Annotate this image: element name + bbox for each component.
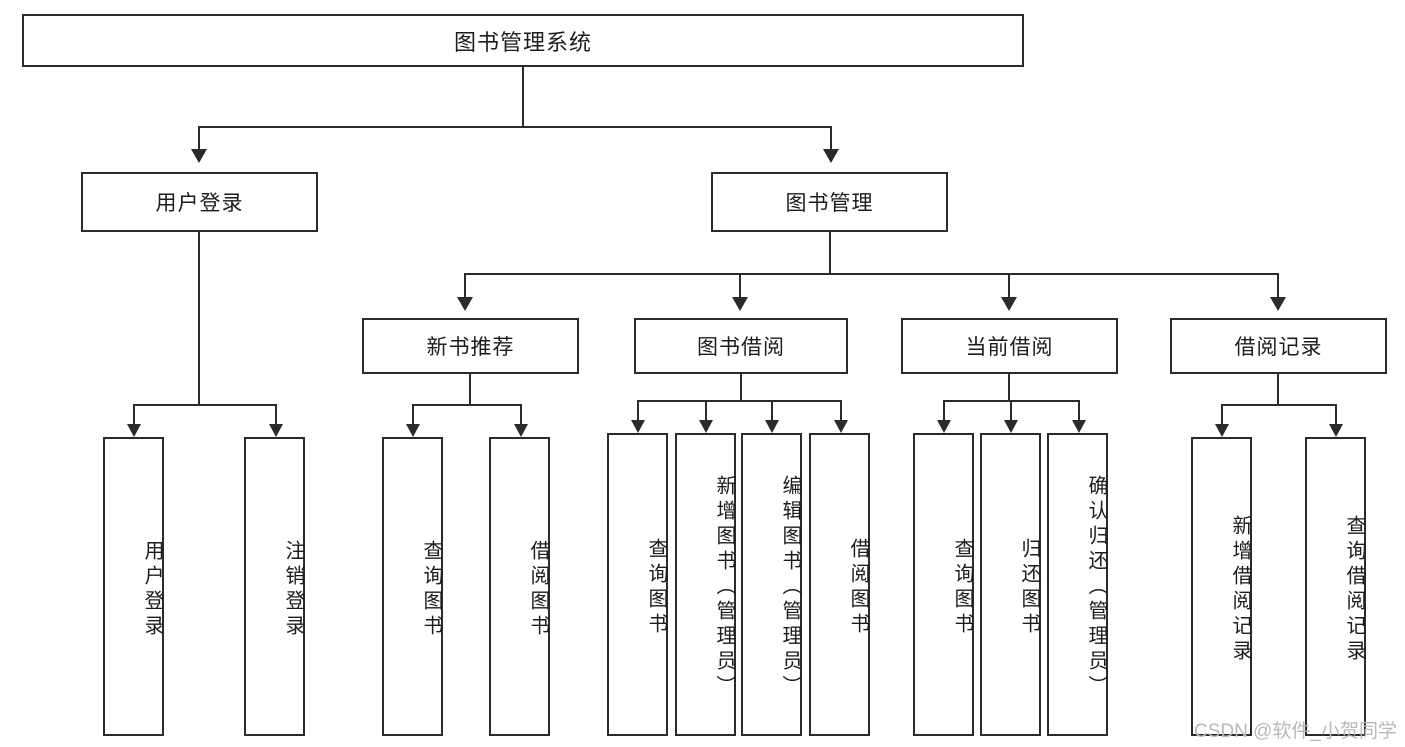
- leaf-label: 查询借阅记录: [1343, 514, 1365, 665]
- connector-user-login-to-leaf-1: [274, 404, 277, 424]
- leaf-label: 用户登录: [141, 539, 163, 640]
- node-label: 图书管理系统: [453, 29, 592, 55]
- connector-borrow-record-bus: [1221, 404, 1337, 407]
- leaf-label: 新增图书（管理员）: [713, 475, 735, 700]
- leaf-user-login-logout[interactable]: 注销登录: [244, 437, 305, 736]
- connector-br-to-leaf-1: [1334, 404, 1337, 424]
- connector-cb-to-leaf-2: [1077, 400, 1080, 420]
- arrowhead-bm-current-borrow: [1001, 297, 1017, 311]
- connector-bm-to-current-borrow: [1008, 273, 1011, 297]
- connector-current-borrow-stem: [1008, 374, 1011, 400]
- arrowhead-new-book-leaf-0: [406, 424, 420, 437]
- arrowhead-br-leaf-1: [1328, 424, 1343, 437]
- node-label: 用户登录: [155, 192, 244, 215]
- leaf-label: 借阅图书: [527, 539, 549, 640]
- connector-new-book-stem: [469, 374, 472, 404]
- arrowhead-root-to-user-login: [191, 149, 207, 163]
- arrowhead-bb-leaf-2: [765, 420, 779, 433]
- leaf-label: 借阅图书: [847, 537, 869, 638]
- leaf-label: 查询图书: [951, 537, 973, 638]
- connector-br-to-leaf-0: [1221, 404, 1224, 424]
- leaf-current-borrow-query-book[interactable]: 查询图书: [913, 433, 974, 736]
- arrowhead-user-login-leaf-1: [268, 424, 283, 437]
- connector-root-to-book-management: [829, 126, 832, 149]
- arrowhead-cb-leaf-0: [937, 420, 951, 433]
- arrowhead-bm-borrow-record: [1269, 297, 1286, 311]
- arrowhead-bm-book-borrow: [732, 297, 748, 311]
- connector-borrow-record-stem: [1277, 374, 1280, 404]
- connector-new-book-to-leaf-0: [412, 404, 415, 424]
- node-label: 借阅记录: [1234, 336, 1323, 359]
- leaf-label: 查询图书: [420, 539, 442, 640]
- node-new-book-recommend[interactable]: 新书推荐: [362, 318, 579, 374]
- leaf-book-borrow-query-book[interactable]: 查询图书: [607, 433, 668, 736]
- arrowhead-bb-leaf-1: [699, 420, 713, 433]
- leaf-book-borrow-add-book-admin[interactable]: 新增图书（管理员）: [675, 433, 736, 736]
- leaf-borrow-record-query-record[interactable]: 查询借阅记录: [1305, 437, 1366, 736]
- node-root-book-management-system[interactable]: 图书管理系统: [22, 14, 1024, 67]
- node-label: 新书推荐: [426, 336, 515, 359]
- leaf-current-borrow-return-book[interactable]: 归还图书: [980, 433, 1041, 736]
- connector-bm-to-new-book: [464, 273, 467, 297]
- connector-bb-to-leaf-0: [637, 400, 640, 420]
- connector-cb-to-leaf-0: [943, 400, 946, 420]
- connector-root-to-user-login: [198, 126, 201, 149]
- arrowhead-user-login-leaf-0: [127, 424, 141, 437]
- leaf-new-book-borrow-book[interactable]: 借阅图书: [489, 437, 550, 736]
- arrowhead-cb-leaf-1: [1004, 420, 1018, 433]
- leaf-label: 确认归还（管理员）: [1085, 475, 1107, 700]
- arrowhead-new-book-leaf-1: [513, 424, 528, 437]
- connector-user-login-to-leaf-0: [133, 404, 136, 424]
- node-user-login[interactable]: 用户登录: [81, 172, 318, 232]
- leaf-label: 查询图书: [645, 537, 667, 638]
- leaf-user-login-login[interactable]: 用户登录: [103, 437, 164, 736]
- connector-book-management-bus: [464, 273, 1279, 276]
- node-label: 当前借阅: [965, 336, 1054, 359]
- node-borrow-record[interactable]: 借阅记录: [1170, 318, 1387, 374]
- connector-book-management-stem: [828, 232, 831, 273]
- connector-cb-to-leaf-1: [1010, 400, 1013, 420]
- arrowhead-cb-leaf-2: [1071, 420, 1086, 433]
- node-current-borrow[interactable]: 当前借阅: [901, 318, 1118, 374]
- arrowhead-bb-leaf-0: [631, 420, 645, 433]
- node-book-management[interactable]: 图书管理: [711, 172, 948, 232]
- connector-root-bus: [198, 126, 832, 129]
- connector-bb-to-leaf-1: [705, 400, 708, 420]
- arrowhead-bm-new-book: [457, 297, 473, 311]
- leaf-label: 归还图书: [1018, 537, 1040, 638]
- connector-user-login-stem: [198, 232, 201, 404]
- arrowhead-root-to-book-management: [822, 149, 839, 163]
- node-book-borrow[interactable]: 图书借阅: [634, 318, 848, 374]
- leaf-book-borrow-borrow-book[interactable]: 借阅图书: [809, 433, 870, 736]
- arrowhead-br-leaf-0: [1215, 424, 1229, 437]
- connector-book-borrow-stem: [740, 374, 743, 400]
- leaf-label: 注销登录: [282, 539, 304, 640]
- node-label: 图书借阅: [697, 336, 785, 359]
- leaf-borrow-record-add-record[interactable]: 新增借阅记录: [1191, 437, 1252, 736]
- leaf-current-borrow-confirm-return-admin[interactable]: 确认归还（管理员）: [1047, 433, 1108, 736]
- connector-root-stem: [521, 67, 525, 126]
- leaf-label: 新增借阅记录: [1229, 514, 1251, 665]
- arrowhead-bb-leaf-3: [833, 420, 848, 433]
- connector-new-book-bus: [412, 404, 522, 407]
- connector-new-book-to-leaf-1: [519, 404, 522, 424]
- leaf-new-book-query-book[interactable]: 查询图书: [382, 437, 443, 736]
- connector-bm-to-borrow-record: [1276, 273, 1279, 297]
- connector-bm-to-book-borrow: [739, 273, 742, 297]
- leaf-book-borrow-edit-book-admin[interactable]: 编辑图书（管理员）: [741, 433, 802, 736]
- leaf-label: 编辑图书（管理员）: [779, 475, 801, 700]
- connector-book-borrow-bus: [637, 400, 842, 403]
- connector-bb-to-leaf-2: [771, 400, 774, 420]
- connector-user-login-bus: [133, 404, 277, 407]
- connector-bb-to-leaf-3: [839, 400, 842, 420]
- node-label: 图书管理: [785, 192, 874, 215]
